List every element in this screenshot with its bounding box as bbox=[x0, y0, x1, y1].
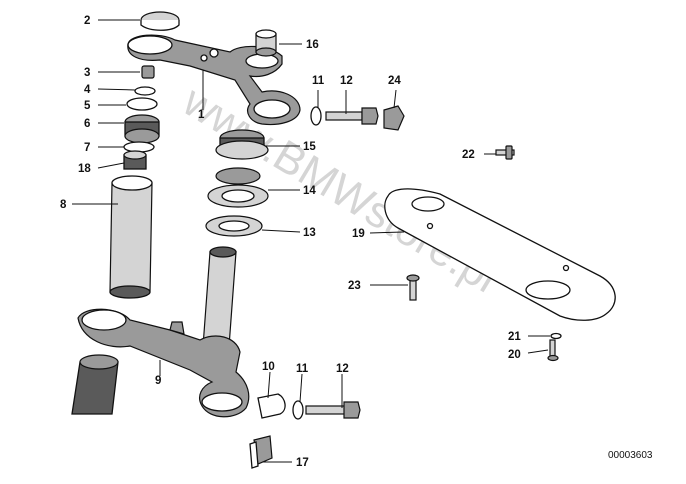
document-number: 00003603 bbox=[608, 450, 653, 461]
callout-23: 23 bbox=[348, 280, 361, 292]
collar-nut bbox=[124, 114, 160, 144]
spring-washer bbox=[134, 86, 156, 96]
callout-3: 3 bbox=[84, 67, 90, 79]
callout-7: 7 bbox=[84, 142, 90, 154]
upper-fork-bridge bbox=[127, 34, 301, 126]
callout-11-lower: 11 bbox=[296, 363, 309, 375]
washer bbox=[126, 97, 158, 111]
rubber-sleeve bbox=[71, 354, 119, 415]
callout-11-upper: 11 bbox=[312, 75, 325, 87]
bracket-clip bbox=[249, 435, 273, 469]
callout-19: 19 bbox=[352, 228, 365, 240]
callout-14: 14 bbox=[303, 185, 316, 197]
hex-bolt-upper bbox=[325, 107, 379, 125]
lock-nut bbox=[383, 105, 405, 131]
callout-1: 1 bbox=[198, 109, 205, 121]
callout-10: 10 bbox=[262, 361, 275, 373]
callout-13: 13 bbox=[303, 227, 316, 239]
callout-17: 17 bbox=[296, 457, 309, 469]
tapered-roller-bearing bbox=[207, 167, 269, 208]
screw-20 bbox=[547, 339, 559, 362]
cover-plate bbox=[384, 188, 616, 321]
leader-lines bbox=[72, 19, 550, 463]
callout-9: 9 bbox=[155, 375, 161, 387]
callout-18: 18 bbox=[78, 163, 91, 175]
lock-plate bbox=[257, 393, 286, 419]
callout-8: 8 bbox=[60, 199, 67, 211]
cap-plug bbox=[140, 11, 180, 31]
small-screw bbox=[141, 65, 155, 79]
callout-22: 22 bbox=[462, 149, 475, 161]
washer-lower bbox=[292, 400, 304, 420]
callout-16: 16 bbox=[306, 39, 319, 51]
lower-fork-bridge bbox=[77, 246, 250, 418]
callout-4: 4 bbox=[84, 84, 91, 96]
callout-24: 24 bbox=[388, 75, 401, 87]
washer-upper bbox=[310, 106, 322, 126]
o-ring bbox=[123, 141, 155, 153]
screw-23 bbox=[406, 274, 420, 301]
bushing bbox=[123, 150, 147, 170]
bearing-race bbox=[205, 215, 263, 237]
threaded-plug bbox=[255, 29, 277, 57]
callout-20: 20 bbox=[508, 349, 521, 361]
callout-6: 6 bbox=[84, 118, 90, 130]
washer-21 bbox=[550, 332, 562, 340]
bearing-adjusting-nut bbox=[215, 129, 269, 160]
hex-bolt-lower bbox=[305, 401, 361, 419]
callout-12-upper: 12 bbox=[340, 75, 353, 87]
callout-12-lower: 12 bbox=[336, 363, 349, 375]
callout-labels: 2 3 4 5 6 7 18 8 1 16 11 12 24 15 14 13 … bbox=[60, 15, 521, 469]
screw-22 bbox=[495, 145, 515, 160]
fork-tube bbox=[109, 175, 153, 299]
callout-21: 21 bbox=[508, 331, 521, 343]
callout-2: 2 bbox=[84, 15, 90, 27]
callout-5: 5 bbox=[84, 100, 91, 112]
callout-15: 15 bbox=[303, 141, 316, 153]
